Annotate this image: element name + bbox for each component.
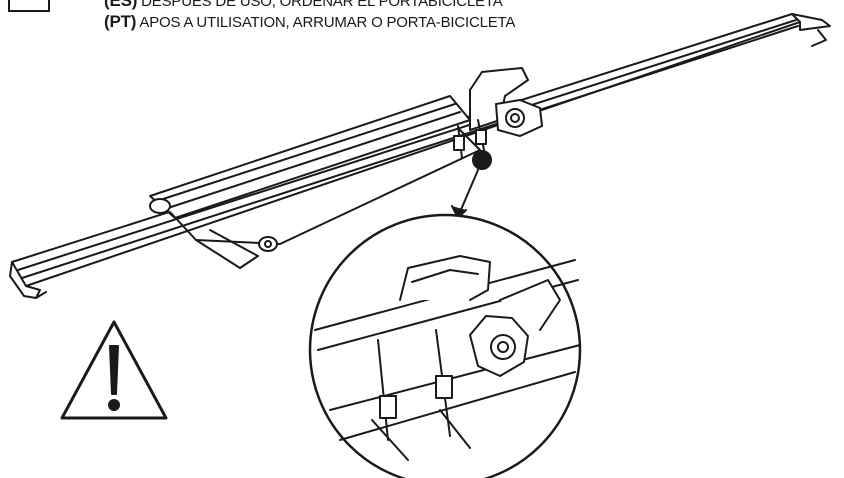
rack-arm [149,95,481,269]
instruction-line-es: (ES) DESPUÉS DE USO, ORDENAR EL PORTABIC… [104,0,515,12]
instruction-text-block: (ES) DESPUÉS DE USO, ORDENAR EL PORTABIC… [104,0,515,33]
corner-frame [8,0,50,12]
instruction-text-es: DESPUÉS DE USO, ORDENAR EL PORTABICICLET… [141,0,503,10]
instruction-line-pt: (PT) APOS A UTILISATION, ARRUMAR O PORTA… [104,12,515,33]
language-code-pt: (PT) [104,12,137,31]
detail-dot-icon [472,150,492,170]
detail-magnifier [308,213,582,478]
warning-triangle-icon [60,320,168,420]
detail-pointer-arrow [459,169,479,213]
language-code-es: (ES) [104,0,138,10]
instruction-text-pt: APOS A UTILISATION, ARRUMAR O PORTA-BICI… [139,14,516,31]
clamp-assembly [453,67,543,159]
rack-rail [9,13,831,299]
